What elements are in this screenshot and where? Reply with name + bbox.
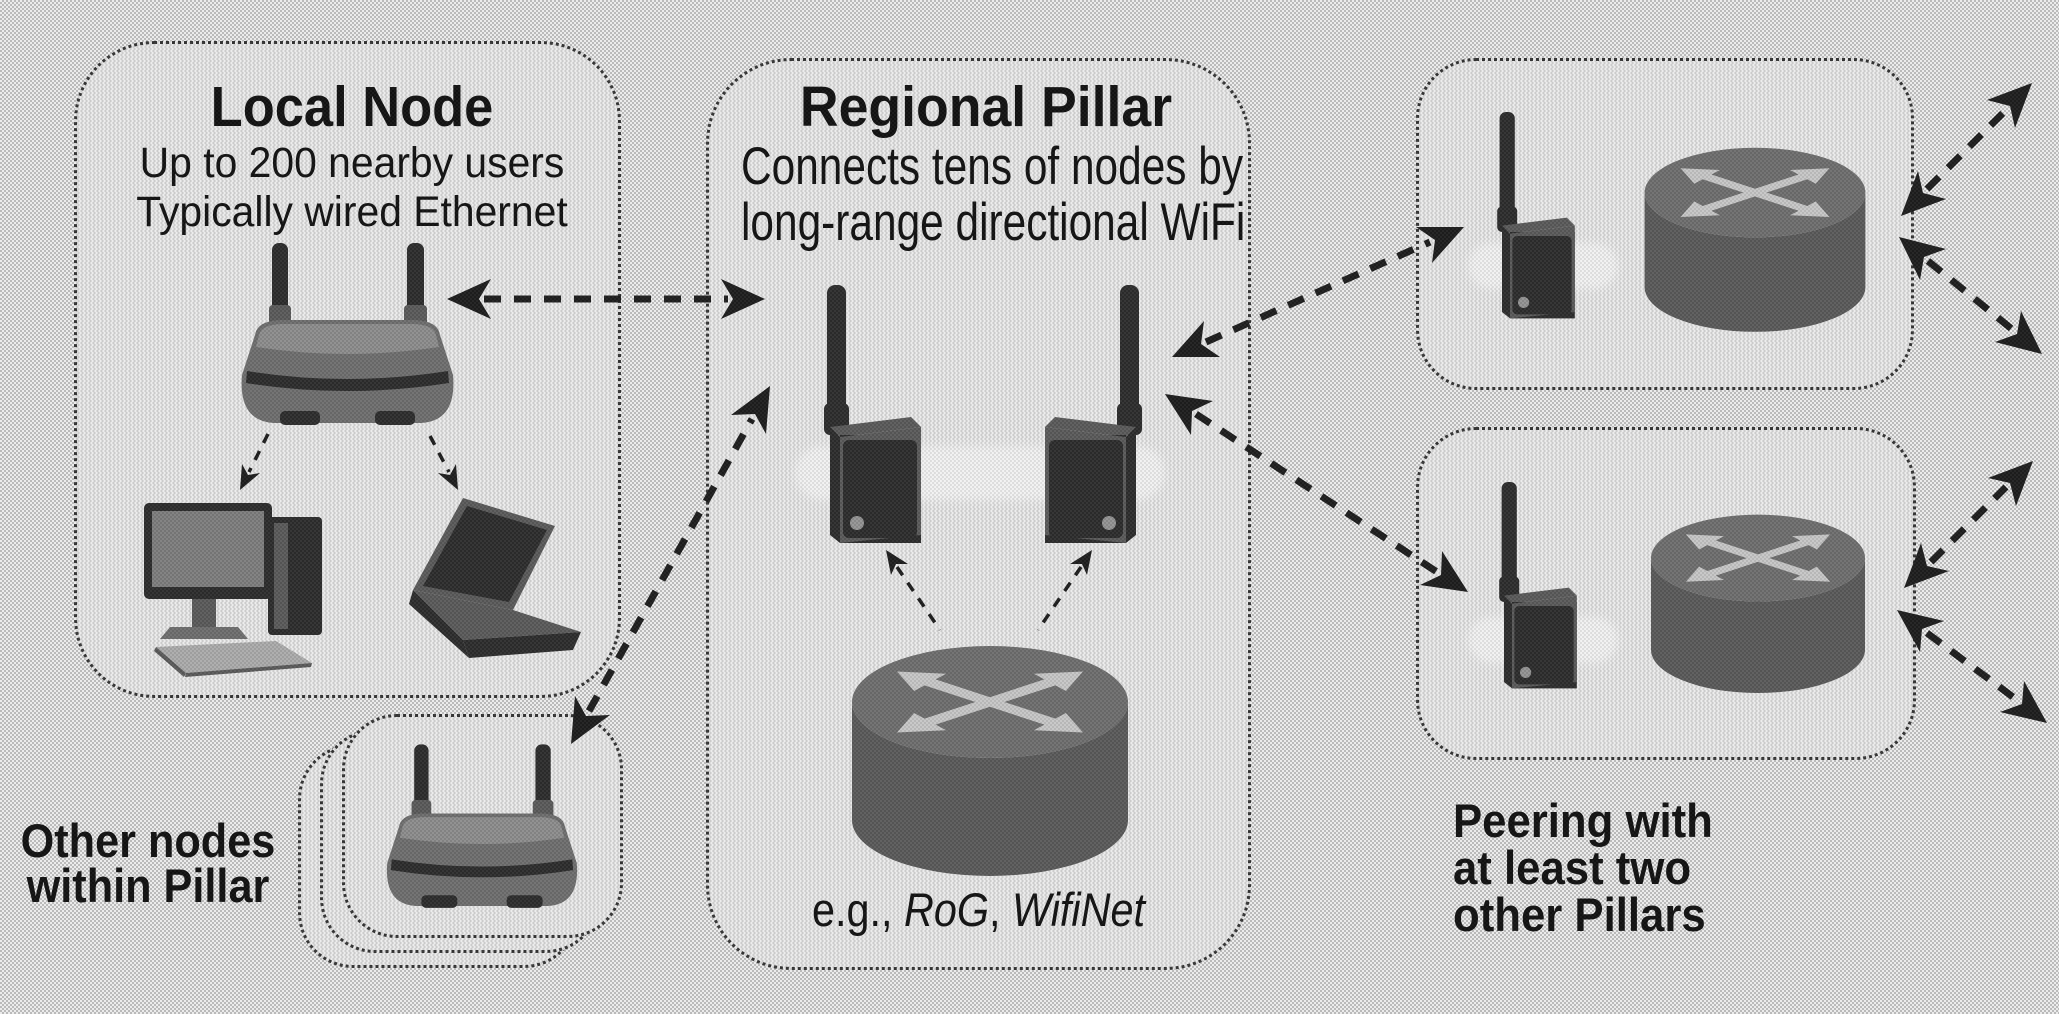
antenna-radio-icon bbox=[1045, 285, 1142, 543]
antenna-radio-icon bbox=[1499, 482, 1577, 689]
regional-pillar-title: Regional Pillar bbox=[799, 75, 1173, 139]
arrow-peer2-ne bbox=[1904, 461, 2033, 588]
laptop-icon bbox=[409, 498, 581, 658]
arrow-peer2-se bbox=[1897, 610, 2047, 723]
examples-item-rog: RoG bbox=[904, 883, 990, 936]
cisco-router-icon bbox=[1650, 514, 1866, 694]
regional-pillar-examples: e.g., RoG, WifiNet bbox=[739, 882, 1219, 937]
arrow-peer1-se bbox=[1899, 237, 2042, 354]
examples-prefix: e.g., bbox=[812, 883, 905, 936]
arrow-pillar-peer1 bbox=[1172, 227, 1464, 357]
antenna-radio-icon bbox=[1497, 112, 1575, 319]
cisco-router-icon bbox=[852, 646, 1128, 876]
arrow-rightradio-router bbox=[1036, 550, 1092, 631]
regional-pillar-subtitle-2: long-range directional WiFi bbox=[741, 193, 1246, 252]
arrow-leftradio-router bbox=[886, 550, 942, 631]
wireless-router-icon bbox=[241, 243, 454, 425]
cisco-router-icon bbox=[1644, 147, 1866, 332]
arrow-router-laptop bbox=[428, 435, 458, 490]
other-nodes-label-2: within Pillar bbox=[26, 859, 270, 912]
arrow-othernodes-pillar bbox=[571, 386, 770, 744]
antenna-radio-icon bbox=[824, 285, 921, 543]
examples-item-wifinet: WifiNet bbox=[1012, 883, 1145, 936]
other-nodes-label-1: Other nodes bbox=[20, 814, 276, 867]
desktop-computer-icon bbox=[144, 503, 322, 677]
arrow-peer1-ne bbox=[1901, 83, 2032, 216]
regional-pillar-subtitle-1: Connects tens of nodes by bbox=[741, 137, 1244, 196]
local-node-subtitle-2: Typically wired Ethernet bbox=[136, 188, 568, 236]
wireless-router-icon bbox=[386, 744, 578, 908]
local-node-title: Local Node bbox=[210, 75, 494, 139]
arrow-localnode-pillar bbox=[447, 279, 765, 319]
peering-label-3: other Pillars bbox=[1453, 888, 1706, 941]
peering-label-2: at least two bbox=[1453, 841, 1692, 894]
peering-label-1: Peering with bbox=[1453, 794, 1713, 847]
arrow-pillar-peer2 bbox=[1165, 394, 1468, 592]
arrow-router-desktop bbox=[240, 433, 270, 490]
examples-separator: , bbox=[989, 883, 1013, 936]
local-node-subtitle-1: Up to 200 nearby users bbox=[139, 139, 565, 187]
